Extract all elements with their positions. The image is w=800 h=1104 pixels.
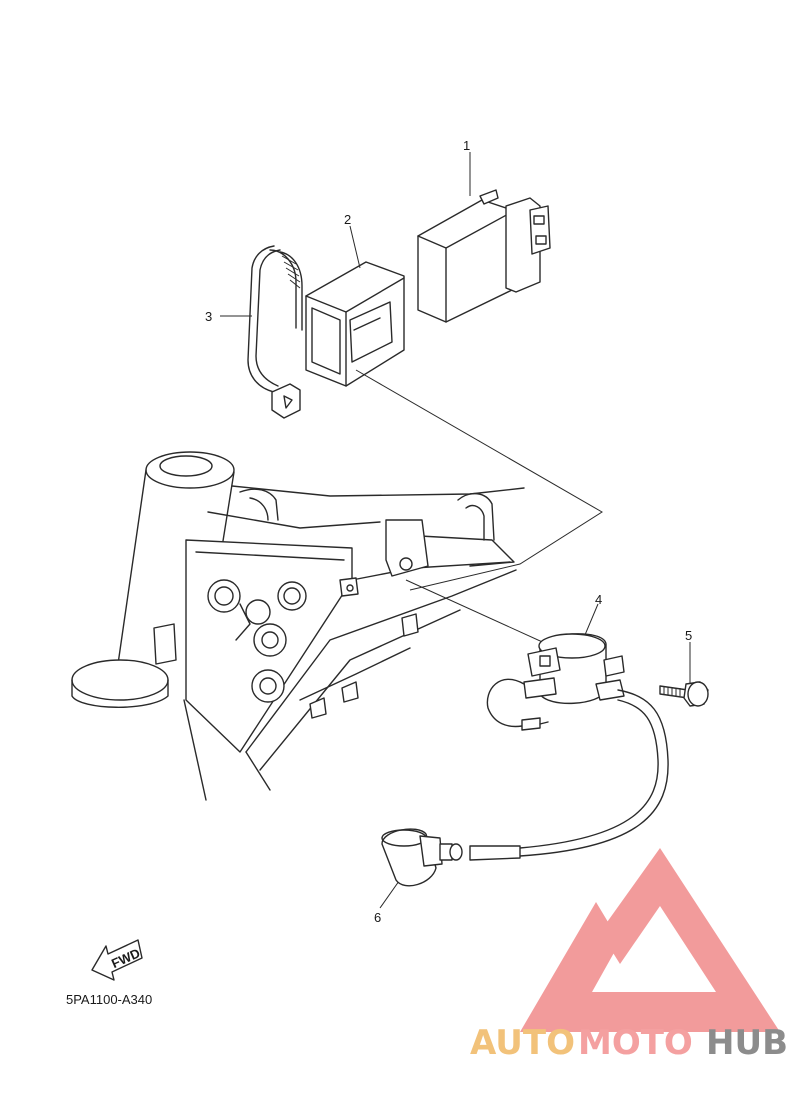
fwd-arrow-icon: FWD [91, 939, 143, 981]
fwd-label: FWD [109, 945, 142, 971]
leader-lines [220, 152, 691, 909]
watermark-moto: MOTO [578, 1023, 693, 1063]
cdi-unit[interactable] [417, 189, 551, 323]
part-code: 5PA1100-A340 [66, 992, 152, 1007]
callout-1: 1 [463, 138, 470, 153]
frame [71, 451, 525, 801]
watermark-auto: AUTO [470, 1023, 575, 1063]
watermark-text: AUTO MOTO HUB [470, 1023, 788, 1063]
watermark-logo [520, 848, 780, 1032]
callout-3: 3 [205, 309, 212, 324]
callout-2: 2 [344, 212, 351, 227]
callout-4: 4 [595, 592, 602, 607]
callout-6: 6 [374, 910, 381, 925]
callout-5: 5 [685, 628, 692, 643]
watermark-hub: HUB [706, 1023, 788, 1063]
ignition-coil[interactable] [469, 633, 669, 861]
watermark-triangle-icon [520, 848, 780, 1032]
bolt[interactable] [659, 681, 709, 707]
plug-cap[interactable] [381, 828, 463, 887]
rubber-holder[interactable] [305, 261, 405, 387]
band[interactable] [247, 245, 303, 419]
